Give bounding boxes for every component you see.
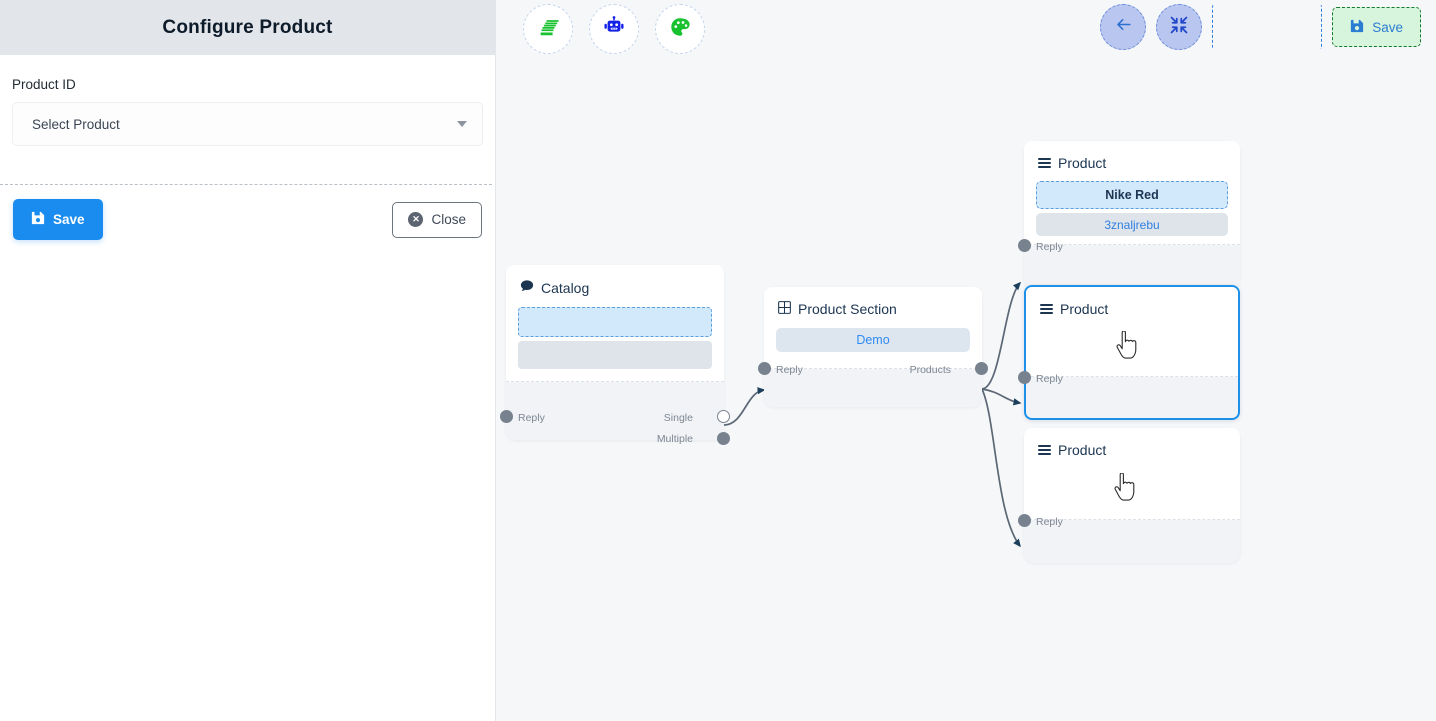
product-section-chip-demo[interactable]: Demo — [776, 328, 970, 352]
node-product-1-footer: Reply — [1018, 239, 1240, 393]
product-select-value: Select Product — [32, 116, 120, 132]
port-product-1-reply-dot[interactable] — [1018, 239, 1031, 252]
port-catalog-multiple-dot[interactable] — [717, 432, 730, 445]
node-product-1[interactable]: Product Nike Red 3znaljrebu Reply — [1018, 141, 1240, 289]
port-catalog-single-label: Single — [663, 412, 693, 424]
node-product-section-body: Product Section Demo — [764, 287, 982, 369]
port-section-products-label: Products — [909, 364, 951, 376]
panel-body: Product ID Select Product — [0, 55, 495, 146]
palette-icon — [669, 16, 691, 43]
arrow-left-icon — [1114, 15, 1133, 39]
panel-divider — [0, 184, 492, 185]
page-title: Configure Product — [162, 16, 333, 38]
port-product-2-reply-dot[interactable] — [1018, 371, 1031, 384]
node-product-2-label: Product — [1060, 301, 1109, 317]
list-icon — [1040, 302, 1053, 316]
layers-icon — [537, 16, 559, 43]
toolbar-left — [523, 4, 705, 54]
palette-icon-button[interactable] — [655, 4, 705, 54]
fit-view-button[interactable] — [1156, 4, 1203, 50]
floppy-disk-icon — [31, 211, 45, 228]
node-product-3-body: Product — [1024, 428, 1240, 520]
port-product-3-reply-label: Reply — [1036, 516, 1063, 528]
list-icon — [1038, 156, 1051, 170]
node-catalog[interactable]: Catalog Reply Single Multiple — [500, 265, 730, 445]
port-section-reply-dot[interactable] — [758, 362, 771, 375]
port-product-3-reply-dot[interactable] — [1018, 514, 1031, 527]
port-section-products-dot[interactable] — [975, 362, 988, 375]
back-button[interactable] — [1100, 4, 1147, 50]
node-product-2[interactable]: Product Reply — [1018, 285, 1240, 420]
robot-icon — [603, 15, 625, 43]
product-1-chip-name[interactable]: Nike Red — [1036, 181, 1228, 209]
node-product-2-body: Product — [1026, 287, 1238, 377]
node-product-2-title: Product — [1026, 287, 1238, 317]
port-section-reply-label: Reply — [776, 364, 803, 376]
node-catalog-label: Catalog — [541, 279, 590, 296]
node-product-section-footer: Reply Products — [758, 362, 988, 489]
toolbar-right: Save — [1100, 4, 1421, 50]
floppy-disk-icon — [1350, 19, 1364, 36]
panel-actions: Save ✕ Close — [0, 199, 495, 240]
port-catalog-reply-label: Reply — [518, 412, 545, 424]
product-1-chip-code[interactable]: 3znaljrebu — [1036, 213, 1228, 236]
node-catalog-title: Catalog — [506, 265, 724, 296]
port-catalog-multiple-label: Multiple — [656, 433, 693, 445]
close-button[interactable]: ✕ Close — [392, 201, 482, 238]
layers-icon-button[interactable] — [523, 4, 573, 54]
node-product-1-label: Product — [1058, 155, 1107, 171]
node-product-2-footer: Reply — [1018, 371, 1238, 508]
list-icon — [1038, 443, 1051, 457]
node-product-3[interactable]: Product Reply — [1018, 428, 1240, 563]
node-product-3-label: Product — [1058, 442, 1107, 458]
node-product-3-footer: Reply — [1018, 514, 1240, 655]
node-product-section-title: Product Section — [764, 287, 982, 317]
canvas-save-label: Save — [1372, 19, 1403, 35]
port-product-2-reply-label: Reply — [1036, 373, 1063, 385]
robot-icon-button[interactable] — [589, 4, 639, 54]
compress-icon — [1170, 16, 1188, 39]
panel-header: Configure Product — [0, 0, 495, 55]
node-catalog-body: Catalog — [506, 265, 724, 382]
pointer-cursor-icon — [1114, 472, 1137, 507]
port-product-1-reply-label: Reply — [1036, 241, 1063, 253]
flow-canvas[interactable]: Save Catalog Reply Sin — [496, 0, 1436, 721]
node-product-3-title: Product — [1024, 428, 1240, 458]
node-product-1-body: Product Nike Red 3znaljrebu — [1024, 141, 1240, 245]
grid-icon — [778, 301, 791, 317]
node-catalog-footer: Reply Single Multiple — [500, 382, 730, 557]
catalog-chip-primary[interactable] — [518, 307, 712, 337]
toolbar-empty-slot — [1212, 4, 1323, 50]
product-select[interactable]: Select Product — [12, 102, 483, 146]
chevron-down-icon — [457, 121, 467, 127]
catalog-chip-secondary[interactable] — [518, 341, 712, 369]
pointer-cursor-icon — [1116, 330, 1139, 365]
node-product-1-title: Product — [1024, 141, 1240, 171]
configure-product-panel: Configure Product Product ID Select Prod… — [0, 0, 496, 721]
close-button-label: Close — [431, 212, 466, 227]
node-product-section-label: Product Section — [798, 301, 897, 317]
port-catalog-reply-dot[interactable] — [500, 410, 513, 423]
save-button-label: Save — [53, 212, 85, 227]
port-catalog-single-dot[interactable] — [717, 410, 730, 423]
close-circle-icon: ✕ — [408, 212, 424, 227]
node-product-section[interactable]: Product Section Demo Reply Products — [758, 287, 988, 407]
chat-bubble-icon — [520, 279, 534, 296]
save-button[interactable]: Save — [13, 199, 103, 240]
product-id-label: Product ID — [12, 77, 76, 92]
canvas-save-button[interactable]: Save — [1332, 7, 1421, 47]
